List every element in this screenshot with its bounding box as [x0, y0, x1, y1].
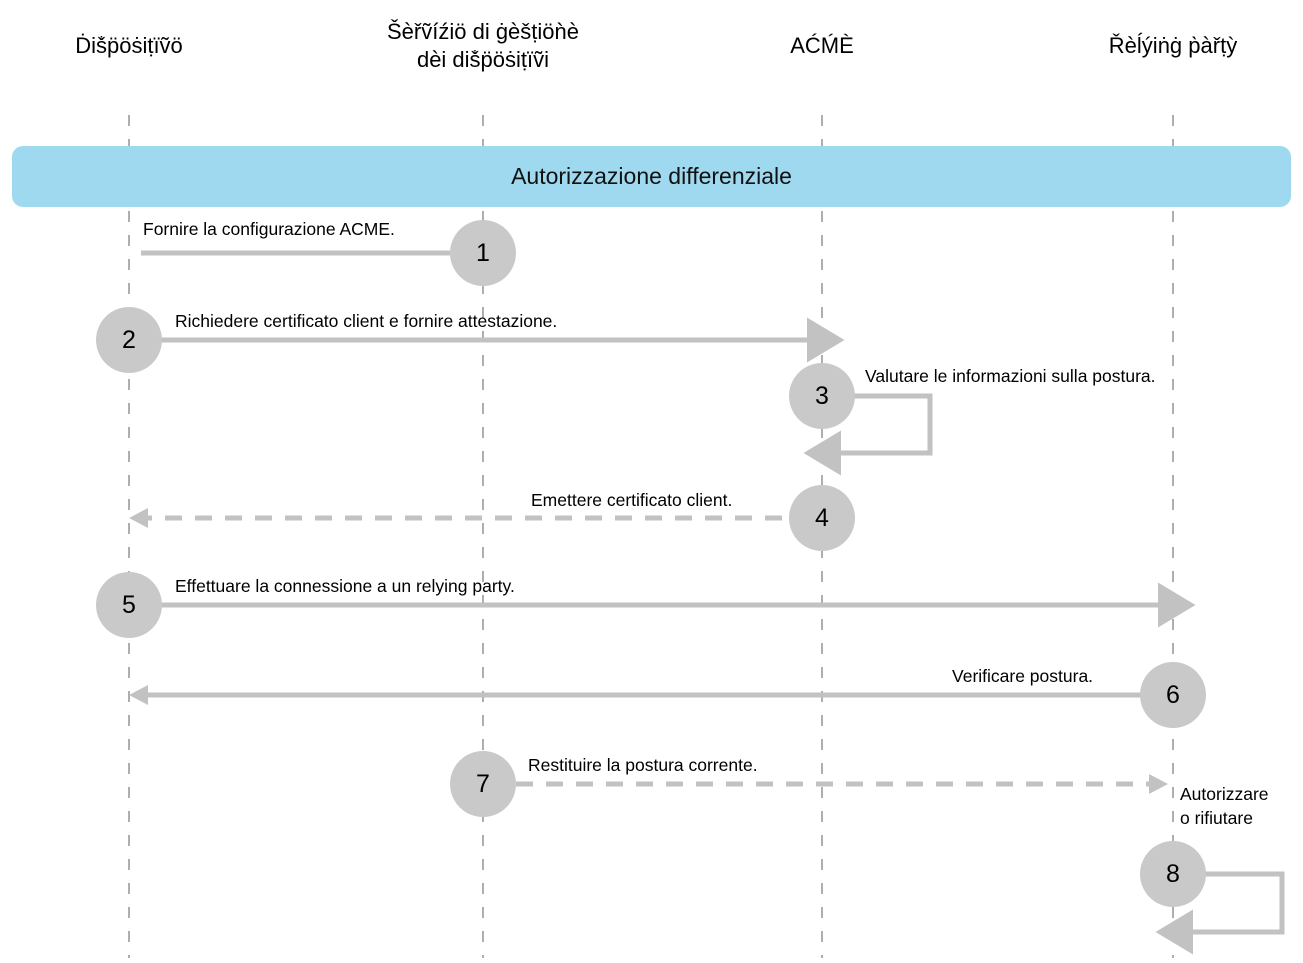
step-marker-1: 1 — [450, 220, 516, 286]
step-label-5: Effettuare la connessione a un relying p… — [175, 576, 515, 596]
step-marker-1-label: 1 — [476, 238, 490, 267]
step-label-6: Verificare postura. — [952, 666, 1094, 686]
step-marker-5: 5 — [96, 572, 162, 638]
step-marker-8: 8 — [1140, 841, 1206, 907]
phase-banner: Autorizzazione differenziale — [12, 146, 1291, 207]
step-label-1: Fornire la configurazione ACME. — [143, 219, 395, 239]
step-marker-2-label: 2 — [122, 325, 136, 354]
lifeline-header-acme: AĆḾÈ — [790, 33, 854, 58]
step-marker-7: 7 — [450, 751, 516, 817]
step-label-7: Restituire la postura corrente. — [528, 755, 758, 775]
step-marker-7-label: 7 — [476, 769, 490, 798]
arrowhead-step-6 — [129, 685, 148, 705]
step-marker-8-label: 8 — [1166, 859, 1180, 888]
arrowhead-step-4 — [129, 508, 148, 528]
phase-banner-title: Autorizzazione differenziale — [511, 163, 792, 189]
step-label-2: Richiedere certificato client e fornire … — [175, 311, 558, 331]
arrow-step-8-self — [1155, 871, 1285, 955]
step-marker-6: 6 — [1140, 662, 1206, 728]
step-marker-6-label: 6 — [1166, 680, 1180, 709]
step-marker-3: 3 — [789, 363, 855, 429]
lifeline-header-mdm: Šèřṽíźiö di ġèšṭiöǹè dèi diṧp̈öṡiṭïṽi — [387, 19, 579, 72]
step-marker-4: 4 — [789, 485, 855, 551]
lifeline-header-device: Ḋiṧp̈öṡiṭïṽö — [75, 33, 183, 58]
lifelines — [128, 115, 1174, 958]
annotation-authorize-or-deny: Autorizzare o rifiutare — [1180, 784, 1269, 828]
step-marker-3-label: 3 — [815, 381, 829, 410]
step-label-4: Emettere certificato client. — [531, 490, 733, 510]
step-marker-4-label: 4 — [815, 503, 829, 532]
step-marker-5-label: 5 — [122, 590, 136, 619]
step-marker-2: 2 — [96, 307, 162, 373]
step-label-3: Valutare le informazioni sulla postura. — [865, 366, 1156, 386]
arrowhead-step-7 — [1149, 774, 1168, 794]
arrow-step-3-self — [803, 393, 933, 476]
lifeline-header-rp: Řèĺýiṅġ p̀àřṭỳ — [1108, 33, 1238, 58]
